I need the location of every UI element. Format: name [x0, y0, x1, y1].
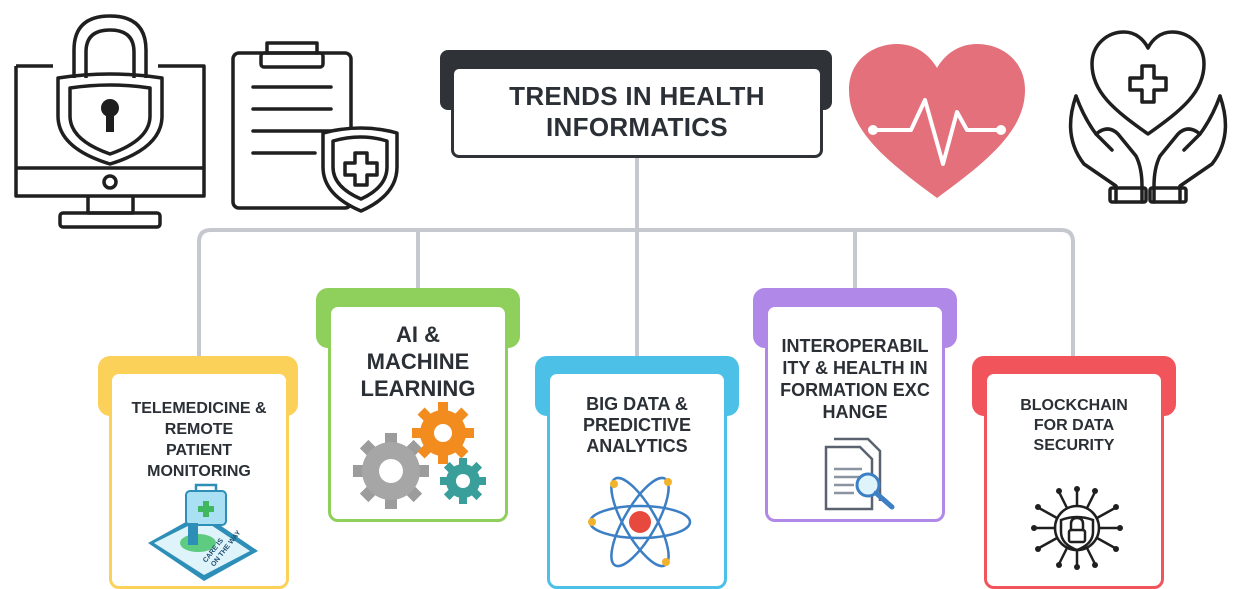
heartbeat-icon	[849, 44, 1025, 198]
card-telemedicine-label: TELEMEDICINE & REMOTE PATIENT MONITORING	[131, 400, 267, 480]
atom-icon	[588, 476, 692, 568]
card-blockchain: BLOCKCHAIN FOR DATA SECURITY	[984, 371, 1164, 589]
card-telemedicine: TELEMEDICINE & REMOTE PATIENT MONITORING…	[109, 371, 289, 589]
page-title: TRENDS IN HEALTH INFORMATICS	[509, 81, 765, 142]
card-bigdata: BIG DATA & PREDICTIVE ANALYTICS	[547, 371, 727, 589]
circuit-lock-icon	[1031, 486, 1123, 570]
clipboard-shield-icon	[231, 41, 399, 213]
computer-lock-icon	[14, 14, 206, 229]
card-blockchain-label: BLOCKCHAIN FOR DATA SECURITY	[1020, 397, 1128, 454]
card-ai: AI & MACHINE LEARNING	[328, 304, 508, 522]
hands-heart-icon	[1068, 30, 1228, 204]
card-interop: INTEROPERABIL ITY & HEALTH INFORMATION E…	[765, 304, 945, 522]
card-bigdata-label: BIG DATA & PREDICTIVE ANALYTICS	[582, 394, 692, 456]
phone-medkit-icon: CARE IS ON THE WAY	[148, 483, 258, 581]
document-search-icon	[824, 437, 895, 511]
title-box: TRENDS IN HEALTH INFORMATICS	[451, 66, 823, 158]
gears-icon	[353, 402, 486, 509]
card-interop-label: INTEROPERABIL ITY & HEALTH INFORMATION E…	[780, 336, 930, 422]
card-ai-label: AI & MACHINE LEARNING	[360, 322, 476, 401]
